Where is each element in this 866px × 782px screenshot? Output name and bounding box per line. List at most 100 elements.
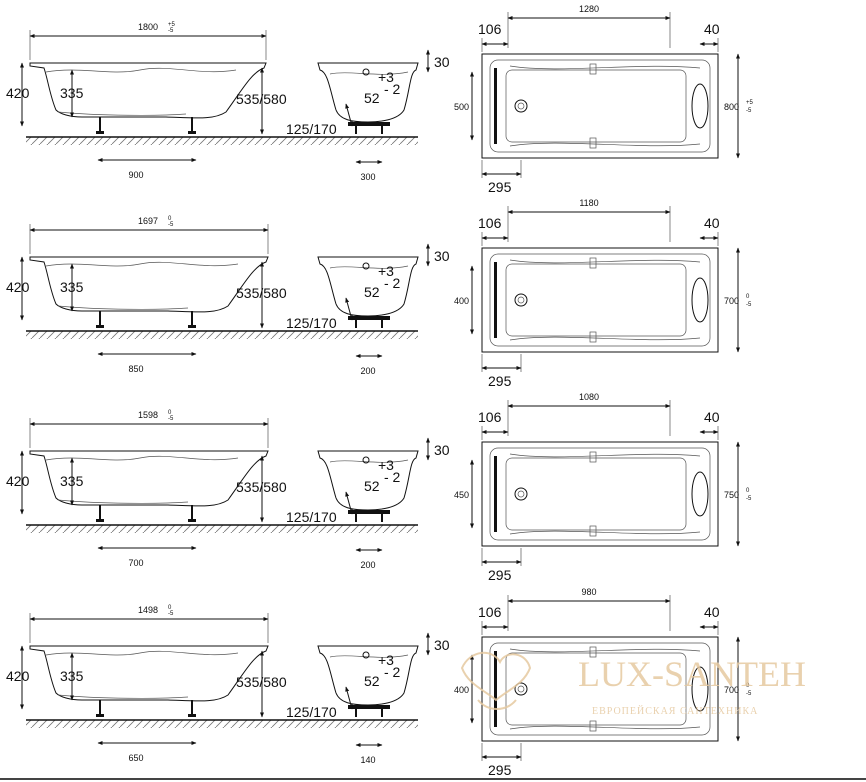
plan-right-offset-label: 40 [704,409,720,425]
handle-icon [589,257,597,269]
length-tolerance-up: +5 [168,22,176,28]
adjust-dimension [345,103,353,127]
tub-foot-pad [96,519,104,522]
plan-width-label: 700 [724,685,739,695]
end-foot-label: 140 [360,755,375,765]
plan-inner-width-label: 400 [454,685,469,695]
side-view: 1800 +5-5 420 335 535/580 900 [6,22,418,180]
foot-adjust-label: 125/170 [286,121,337,137]
height-label: 420 [6,668,30,684]
foot-adjust-label: 125/170 [286,704,337,720]
tub-side-outline [29,645,269,702]
watermark-logo-icon [460,652,532,710]
plan-width-tolerance-up: 0 [746,683,750,689]
floor-hatch [26,525,418,533]
plan-width-tolerance-up: 0 [746,488,750,494]
overflow-icon [362,456,370,464]
length-label: 1800 [138,22,158,32]
foot-adjust-label: 125/170 [286,315,337,331]
length-label: 1697 [138,216,158,226]
plan-inner-length-label: 980 [581,587,596,597]
drain-height-label: 52 [364,673,380,689]
adjust-minus-label: - 2 [384,664,401,680]
feet-span-label: 900 [128,170,143,180]
length-label: 1498 [138,605,158,615]
plan-inner-width-label: 500 [454,102,469,112]
adjust-minus-label: - 2 [384,469,401,485]
length-tolerance-down: -5 [168,416,174,422]
overflow-icon [362,68,370,76]
drain-icon [514,99,528,113]
floor-hatch [26,720,418,728]
tub-side-outline [29,62,267,119]
plan-width-label: 750 [724,490,739,500]
feet-span-label: 650 [128,753,143,763]
tub-foot-pad [188,519,196,522]
handle-icon [589,137,597,149]
adjust-plus-label: +3 [378,652,394,668]
plan-drain-offset-label: 295 [488,567,512,583]
plan-width-tolerance-up: 0 [746,294,750,300]
adjust-dimension [345,491,353,515]
plan-width-tolerance-down: -5 [746,108,752,114]
adjust-dimension [345,297,353,321]
tub-foot-pad [96,131,104,134]
length-tolerance-down: -5 [168,28,174,34]
inner-depth-label: 335 [60,279,84,295]
feet-span-label: 850 [128,364,143,374]
water-line [45,650,239,656]
rim-label: 30 [434,637,450,653]
length-tolerance-up: 0 [168,216,172,222]
plan-drain-offset-label: 295 [488,762,512,778]
plan-width-label: 800 [724,102,739,112]
apron-edge [494,456,497,532]
handle-icon [589,331,597,343]
height-label: 420 [6,279,30,295]
length-label: 1598 [138,410,158,420]
length-tolerance-down: -5 [168,222,174,228]
plan-inner-length-label: 1280 [579,4,599,14]
apron-edge [494,68,497,144]
handle-icon [589,63,597,75]
plan-left-offset-label: 106 [478,215,502,231]
length-tolerance-up: 0 [168,605,172,611]
plan-right-offset-label: 40 [704,21,720,37]
headrest-icon [691,471,709,517]
inner-depth-label: 335 [60,473,84,489]
height-label: 420 [6,85,30,101]
foot-adjust-label: 125/170 [286,509,337,525]
tub-foot-pad [188,714,196,717]
watermark: LUX-SANTEH ЕВРОПЕЙСКАЯ САНТЕХНИКА [460,652,806,717]
headrest-icon [691,83,709,129]
plan-left-offset-label: 106 [478,409,502,425]
plan-drain-offset-label: 295 [488,373,512,389]
headrest-icon [691,277,709,323]
overflow-icon [362,651,370,659]
tub-plan-outline [481,247,719,353]
plan-inner-length-label: 1080 [579,392,599,402]
plan-inner-length-label: 1180 [579,198,598,208]
tub-foot-pad [188,325,196,328]
handle-icon [589,720,597,732]
tub-side-outline [29,450,269,507]
tub-inner-rim [489,59,711,153]
water-line [45,67,237,73]
adjust-minus-label: - 2 [384,275,401,291]
rim-label: 30 [434,248,450,264]
apron-edge [494,262,497,338]
water-line [45,455,239,461]
headrest-icon [691,666,709,712]
handle-icon [589,525,597,537]
inner-depth-label: 335 [60,85,84,101]
overall-height-label: 535/580 [236,91,287,107]
